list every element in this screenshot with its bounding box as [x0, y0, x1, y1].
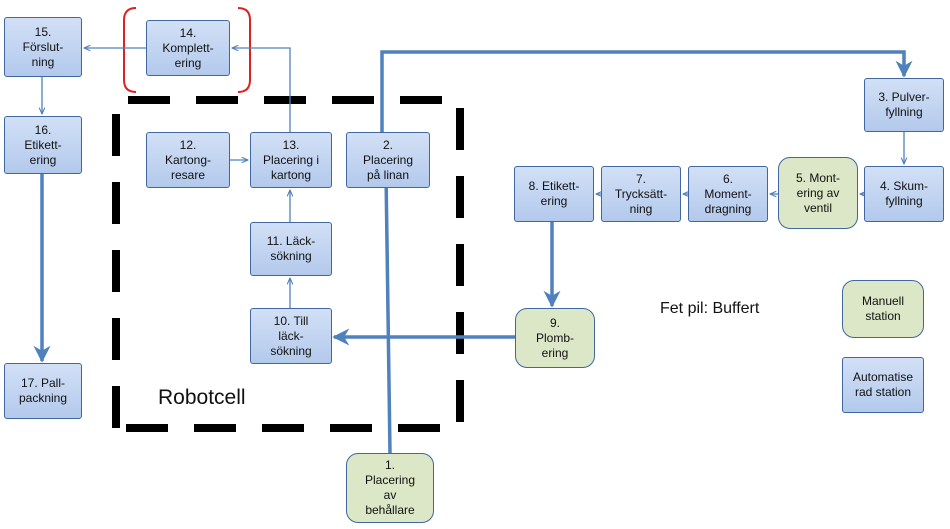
arrow-n13-to-n14 — [232, 48, 291, 132]
station-14-komplettering: 14. Komplett- ering — [146, 20, 230, 76]
robotcell-boundary — [112, 96, 464, 432]
station-2-placering-pa-linan: 2. Placering på linan — [346, 132, 430, 188]
station-7-trycksattning: 7. Trycksätt- ning — [601, 166, 681, 222]
station-3-pulverfyllning: 3. Pulver- fyllning — [864, 78, 944, 132]
station-4-skumfyllning: 4. Skum- fyllning — [864, 166, 944, 222]
bracket-right — [237, 7, 251, 93]
legend-manual-station: Manuell station — [842, 280, 924, 338]
station-16-etikettering: 16. Etikett- ering — [4, 116, 82, 174]
robotcell-label: Robotcell — [158, 386, 246, 409]
station-11-lacksokning: 11. Läck- sökning — [250, 222, 332, 276]
station-5-montering-av-ventil: 5. Mont- ering av ventil — [778, 157, 858, 229]
arrow-n2-to-n3 — [380, 50, 913, 132]
arrow-n1-to-n2 — [377, 171, 395, 454]
station-10-till-lacksokning: 10. Till läck- sökning — [250, 308, 332, 364]
station-1-placering-av-behallare: 1. Placering av behållare — [346, 453, 434, 523]
station-17-pallpackning: 17. Pall- packning — [4, 363, 82, 419]
station-12-kartongresare: 12. Kartong- resare — [146, 132, 230, 188]
station-8-etikettering: 8. Etikett- ering — [514, 166, 594, 222]
legend-automatic-station: Automatise rad station — [842, 357, 924, 413]
station-13-placering-i-kartong: 13. Placering i kartong — [250, 132, 332, 188]
bracket-left — [123, 7, 137, 93]
buffer-legend-note: Fet pil: Buffert — [660, 300, 760, 317]
station-6-momentdragning: 6. Moment- dragning — [688, 166, 768, 222]
station-15-forslutning: 15. Förslut- ning — [4, 17, 82, 77]
station-9-plombering: 9. Plomb- ering — [515, 308, 595, 368]
